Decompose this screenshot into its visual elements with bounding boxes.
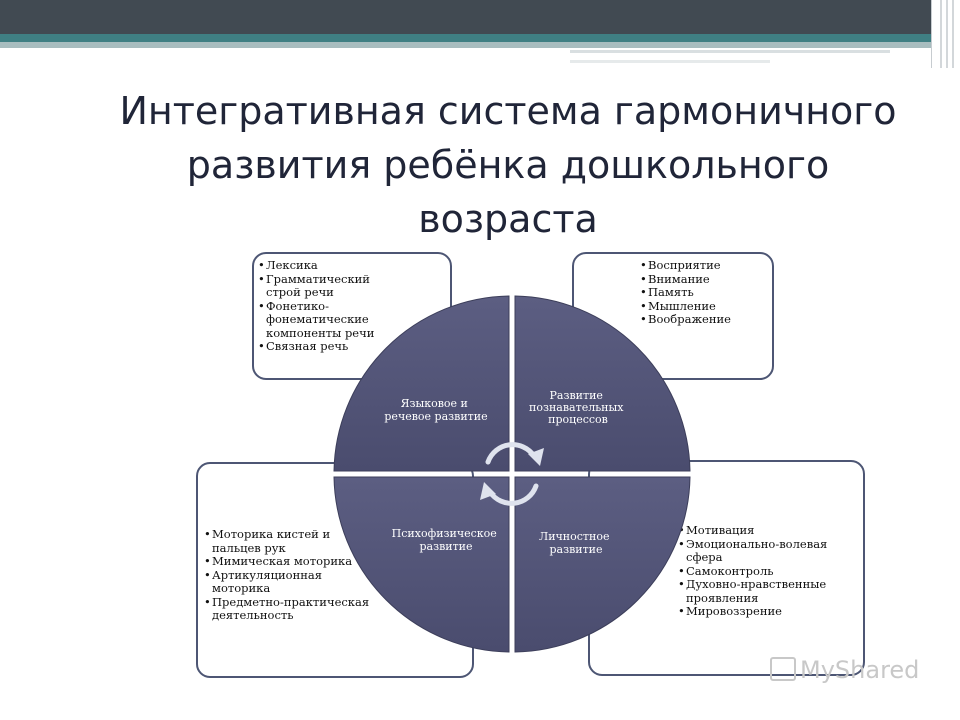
quadrant-bottom-right	[514, 476, 691, 653]
presentation-icon	[770, 657, 796, 681]
label-line: Личностное	[539, 530, 609, 543]
quadrant-top-left	[333, 295, 510, 472]
list-item: Предметно-практическая деятельность	[204, 595, 374, 623]
list-item: Артикуляционная моторика	[204, 568, 374, 596]
arrow-head-icon	[528, 448, 544, 466]
list-item: Мышление	[640, 299, 768, 314]
label-line: развитие	[549, 543, 602, 556]
list-item: Мимическая моторика	[204, 554, 374, 569]
header-bar	[0, 0, 960, 48]
list-item: Память	[640, 285, 768, 300]
list-item: Внимание	[640, 272, 768, 287]
label-line: Развитие	[550, 389, 603, 402]
arrow-head-icon	[480, 482, 496, 500]
quadrant-bottom-left	[333, 476, 510, 653]
list-item: Лексика	[258, 258, 380, 273]
watermark-text: MyShared	[800, 656, 920, 684]
list-top-right: Восприятие Внимание Память Мышление Вооб…	[640, 258, 768, 327]
list-item: Грамматический строй речи	[258, 272, 380, 300]
label-line: Психофизическое	[392, 527, 497, 540]
list-item: Моторика кистей и пальцев рук	[204, 527, 374, 555]
list-item: Духовно-нравственные проявления	[678, 577, 848, 605]
list-bottom-left: Моторика кистей и пальцев рук Мимическая…	[204, 527, 374, 623]
quadrant-label-bottom-left: Психофизическое развитие	[392, 527, 501, 553]
quadrant-label-bottom-right: Личностное развитие	[539, 530, 613, 556]
list-top-left: Лексика Грамматический строй речи Фонети…	[258, 258, 380, 354]
slide-title: Интегративная система гармоничного разви…	[119, 89, 897, 241]
quadrant-top-right	[514, 295, 691, 472]
list-item: Эмоционально-волевая сфера	[678, 537, 848, 565]
quadrant-label-top-left: Языковое и речевое развитие	[384, 397, 487, 423]
list-item: Самоконтроль	[678, 564, 848, 579]
label-line: речевое развитие	[384, 410, 487, 423]
quadrant-label-top-right: Развитие познавательных процессов	[529, 389, 627, 426]
list-item: Восприятие	[640, 258, 768, 273]
list-item: Мотивация	[678, 523, 848, 538]
corner-decoration	[931, 0, 960, 68]
label-line: познавательных	[529, 401, 624, 414]
header-accent-band	[0, 34, 960, 42]
watermark-logo: MyShared	[770, 656, 919, 684]
header-light-band	[0, 42, 960, 48]
list-bottom-right: Мотивация Эмоционально-волевая сфера Сам…	[678, 523, 848, 619]
list-item: Мировоззрение	[678, 604, 848, 619]
label-line: развитие	[419, 540, 472, 553]
label-line: процессов	[548, 413, 608, 426]
list-item: Связная речь	[258, 339, 380, 354]
list-item: Фонетико-фонематические компоненты речи	[258, 299, 380, 341]
label-line: Языковое и	[401, 397, 468, 410]
list-item: Воображение	[640, 312, 768, 327]
cycle-arrows-icon	[485, 442, 539, 506]
